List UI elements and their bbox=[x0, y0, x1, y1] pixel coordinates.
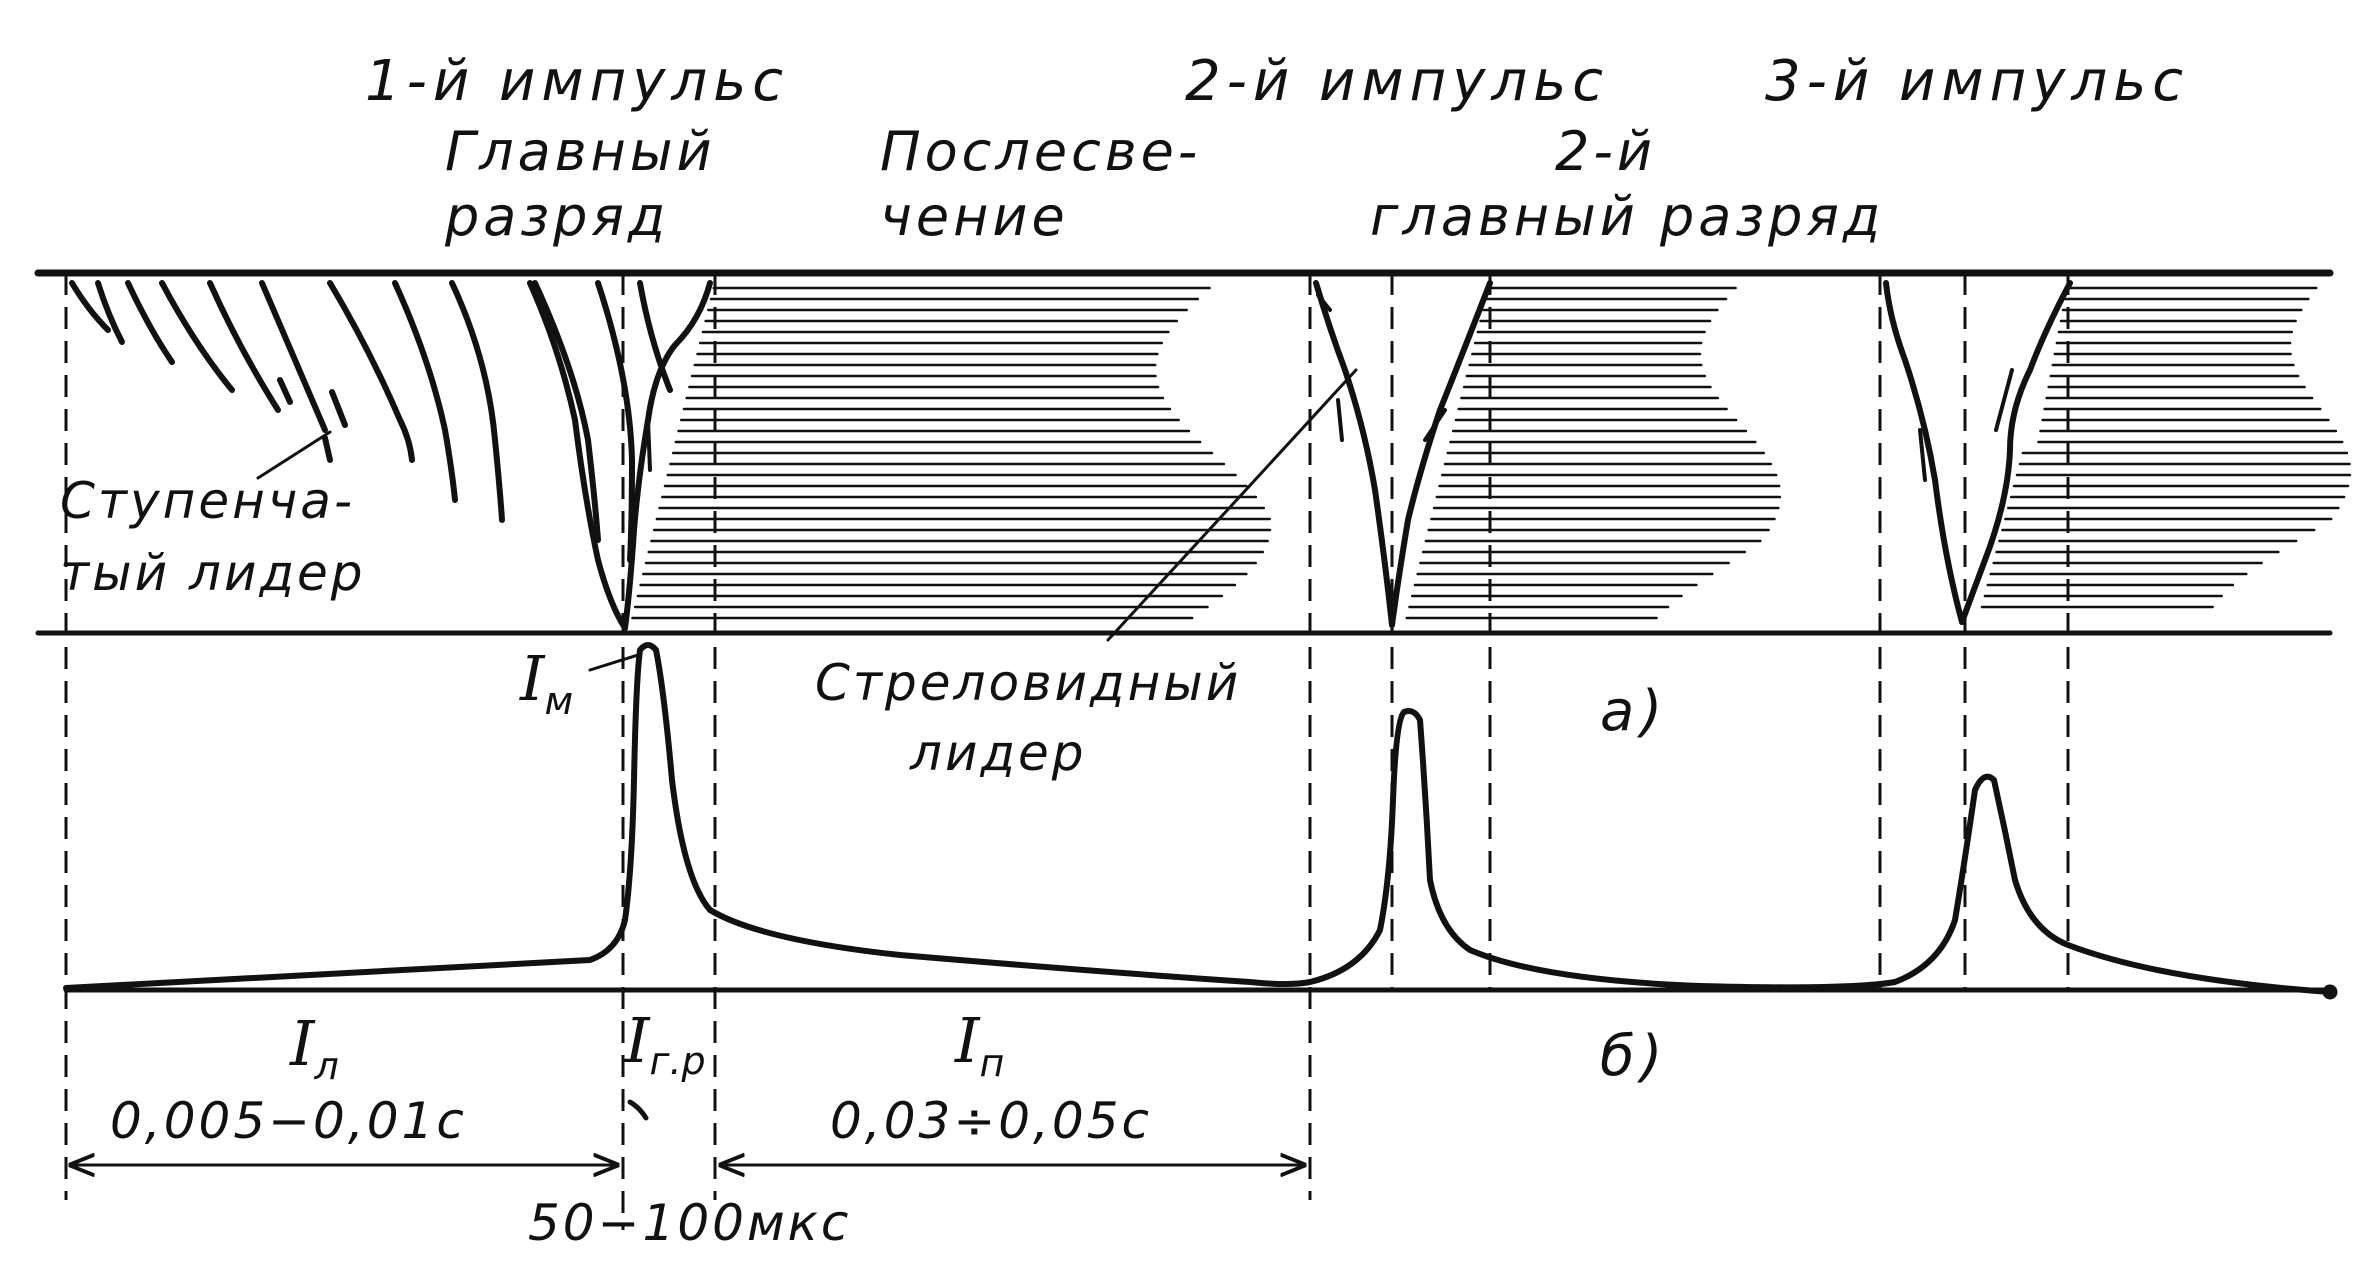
label-afterglow-1: Послесве- bbox=[880, 120, 1201, 183]
panel-b-current bbox=[63, 642, 2338, 1165]
current-waveform bbox=[63, 642, 2333, 995]
label-current-max: Iм bbox=[519, 642, 573, 723]
label-stepped-leader-1: Ступенча- bbox=[60, 472, 355, 530]
label-main-discharge-1: Главный bbox=[445, 120, 716, 183]
label-dart-leader-1: Стреловидный bbox=[815, 654, 1241, 712]
label-dart-leader-2: лидер bbox=[909, 724, 1087, 782]
label-third-pulse: 3-й импульс bbox=[1765, 49, 2189, 114]
dart-leader-3 bbox=[1883, 280, 1965, 625]
dart-leader-2 bbox=[1313, 280, 1395, 628]
current-max-sub: м bbox=[545, 679, 574, 723]
dart-leader-pointer bbox=[1106, 368, 1358, 642]
label-second-main-2: главный разряд bbox=[1370, 185, 1884, 248]
third-main-discharge bbox=[1959, 280, 2073, 625]
afterglow-current-symbol: I bbox=[954, 1004, 981, 1077]
timing-guides bbox=[64, 273, 2070, 1230]
first-main-discharge-left bbox=[527, 280, 628, 631]
label-afterglow-current: Iп bbox=[954, 1004, 1004, 1085]
label-leader-current: Iл bbox=[289, 1007, 339, 1088]
current-max-symbol: I bbox=[519, 642, 546, 715]
leader-current-symbol: I bbox=[289, 1007, 316, 1080]
afterglow-hatching-2 bbox=[1405, 286, 1782, 620]
afterglow-current-sub: п bbox=[980, 1041, 1005, 1085]
second-main-discharge bbox=[1389, 280, 1493, 628]
leader-current-sub: л bbox=[314, 1044, 339, 1088]
labels: 1-й импульс 2-й импульс 3-й импульс Глав… bbox=[60, 49, 2189, 1252]
label-afterglow-duration: 0,03÷0,05с bbox=[830, 1092, 1152, 1150]
label-second-main-1: 2-й bbox=[1555, 120, 1656, 183]
label-main-discharge-2: разряд bbox=[444, 185, 669, 248]
main-current-sub: г.р bbox=[650, 1039, 706, 1083]
afterglow-hatching-1 bbox=[631, 286, 1272, 620]
main-current-symbol: I bbox=[624, 1004, 651, 1077]
label-panel-b: б) bbox=[1600, 1024, 1668, 1089]
label-afterglow-2: чение bbox=[880, 185, 1069, 248]
afterglow-hatching-3 bbox=[1980, 286, 2352, 609]
label-stepped-leader-2: тый лидер bbox=[60, 544, 366, 602]
stepped-leader-pointer bbox=[256, 430, 332, 480]
current-max-pointer bbox=[588, 653, 640, 672]
label-second-pulse: 2-й импульс bbox=[1185, 49, 1609, 114]
panel-a-streak bbox=[34, 269, 2352, 642]
label-first-pulse: 1-й импульс bbox=[365, 49, 789, 114]
label-panel-a: а) bbox=[1600, 679, 1668, 744]
label-leader-duration: 0,005−0,01с bbox=[110, 1092, 467, 1150]
first-main-discharge-right bbox=[622, 280, 713, 631]
label-main-current: Iг.р bbox=[624, 1004, 706, 1083]
label-main-duration: 50−100мкс bbox=[528, 1194, 851, 1252]
